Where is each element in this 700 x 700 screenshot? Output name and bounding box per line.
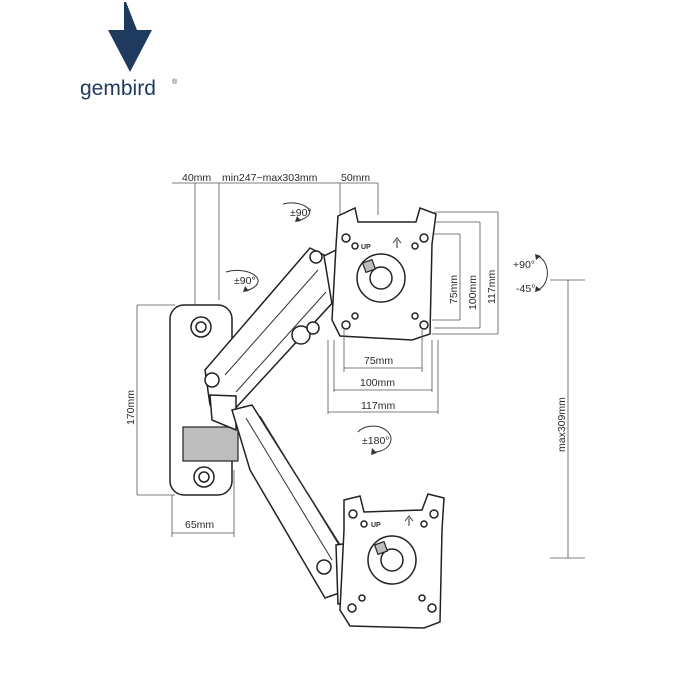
dim-top-right: 50mm: [341, 172, 370, 184]
wall-plate: [169, 304, 239, 496]
dim-plate-h-75: 75mm: [364, 355, 393, 367]
brand-name: gembird: [80, 77, 156, 100]
rotate-indicator: ±180°: [357, 425, 392, 455]
swivel-top-indicator: ±90°: [282, 202, 312, 222]
rotate-arrow-icon: [225, 269, 259, 291]
rotate-label: ±180°: [362, 435, 389, 447]
dim-plate-v-75: 75mm: [448, 275, 460, 304]
rotate-arrow-icon: [357, 425, 392, 453]
up-arrow-icon: [404, 515, 414, 526]
swivel-arm-label: ±90°: [234, 275, 256, 287]
registered-mark: ®: [172, 78, 178, 86]
dim-plate-v-100: 100mm: [467, 275, 479, 310]
vesa-plate-lower: UP: [339, 493, 445, 629]
rotate-arrow-icon: [282, 202, 311, 221]
max-height-dimension-group: max309mm: [550, 279, 585, 559]
upper-plate-up-label: UP: [361, 244, 371, 251]
dim-max-height: max309mm: [556, 397, 568, 452]
tilt-indicator: +90° -45°: [513, 254, 548, 295]
brand-logo: gembird ®: [80, 2, 178, 100]
dim-plate-h-100: 100mm: [360, 377, 395, 389]
dim-wall-height: 170mm: [125, 390, 137, 425]
dim-top-left: 40mm: [182, 172, 211, 184]
tilt-arrow-icon: [537, 255, 548, 291]
arm-lower: [231, 404, 361, 605]
swivel-top-label: ±90°: [290, 207, 312, 219]
lower-plate-up-label: UP: [371, 522, 381, 529]
swivel-arm-indicator: ±90°: [225, 269, 259, 292]
plate-dimension-group: 75mm 100mm 117mm 75mm 100mm 117mm: [327, 211, 499, 414]
tilt-down-label: -45°: [516, 283, 535, 295]
tilt-up-label: +90°: [513, 259, 535, 271]
up-arrow-icon: [392, 237, 402, 248]
wall-dimension-group: 170mm 65mm: [125, 304, 235, 537]
dim-top-middle: min247~max303mm: [222, 172, 318, 184]
dim-plate-v-117: 117mm: [486, 270, 498, 304]
top-dimension-group: 40mm min247~max303mm 50mm: [172, 172, 379, 305]
logo-mark-icon: [108, 2, 152, 72]
dim-wall-depth: 65mm: [185, 519, 214, 531]
dim-plate-h-117: 117mm: [361, 400, 395, 412]
vesa-plate-upper: UP: [331, 206, 437, 341]
